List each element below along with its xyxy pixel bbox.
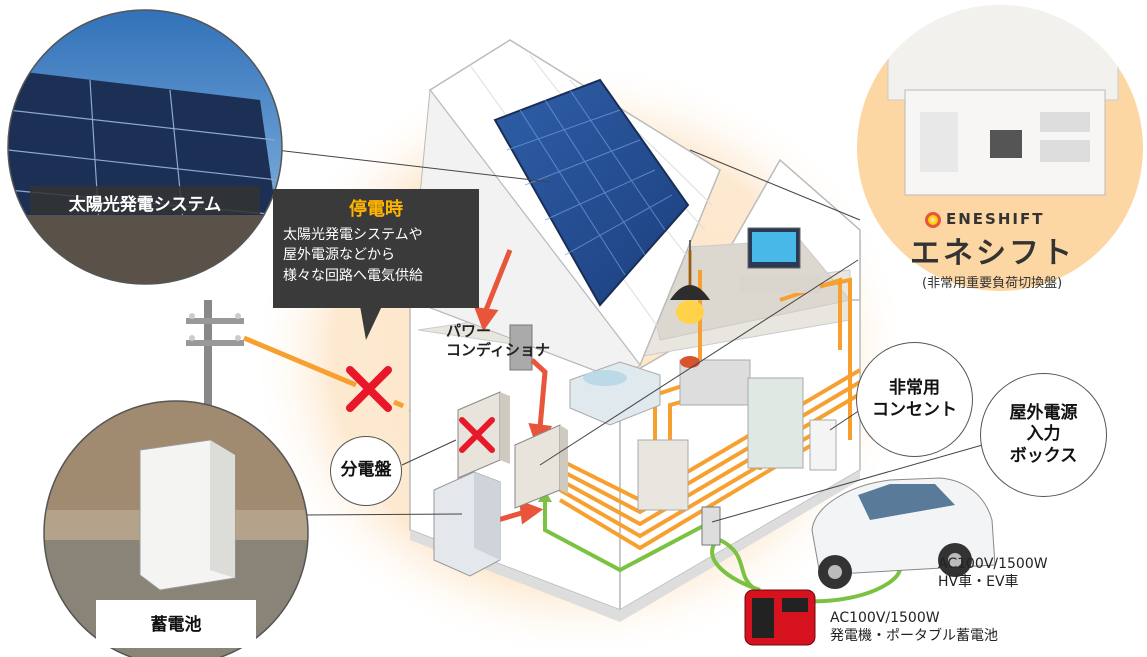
vehicle-desc: HV車・EV車 bbox=[938, 573, 1019, 590]
leader-lines bbox=[275, 149, 1001, 523]
outage-x-mark-line bbox=[346, 366, 392, 412]
battery-label-bg bbox=[96, 600, 256, 648]
power-conditioner-unit bbox=[509, 324, 533, 371]
battery-photo-border bbox=[43, 400, 309, 657]
outage-x-mark-board bbox=[459, 417, 495, 453]
eneshift-name: エネシフト bbox=[910, 236, 1075, 271]
label-line: ボックス bbox=[1009, 445, 1078, 466]
label-line: 屋外電源 bbox=[1009, 403, 1078, 424]
vehicle-caption: AC100V/1500W HV車・EV車 bbox=[938, 556, 1048, 591]
eneshift-logo-core bbox=[930, 217, 936, 223]
eneshift-unit bbox=[514, 424, 568, 509]
outage-callout: 停電時 太陽光発電システムや 屋外電源などから 様々な回路へ電気供給 bbox=[273, 189, 479, 308]
generator-desc: 発電機・ポータブル蓄電池 bbox=[830, 627, 998, 644]
distribution-board-label: 分電盤 bbox=[340, 460, 392, 481]
emergency-outlet-bubble: 非常用 コンセント bbox=[856, 342, 973, 457]
solar-photo-label: 太陽光発電システム bbox=[68, 195, 222, 215]
outage-line: 様々な回路へ電気供給 bbox=[283, 267, 423, 284]
eneshift-brand: ENESHIFT bbox=[946, 210, 1045, 228]
label-line: 入力 bbox=[1026, 424, 1061, 445]
battery-unit bbox=[433, 471, 501, 577]
solar-photo bbox=[8, 10, 282, 284]
battery-photo-label: 蓄電池 bbox=[150, 615, 202, 635]
outage-line: 屋外電源などから bbox=[283, 247, 395, 264]
generator-caption: AC100V/1500W 発電機・ポータブル蓄電池 bbox=[830, 610, 998, 645]
label-line: パワー bbox=[446, 322, 492, 340]
grid-power-line bbox=[243, 335, 357, 388]
label-line: コンディショナ bbox=[446, 340, 550, 359]
generator-cable bbox=[710, 538, 761, 592]
car-illustration bbox=[811, 477, 996, 589]
outage-callout-body: 太陽光発電システムや 屋外電源などから 様々な回路へ電気供給 bbox=[273, 225, 479, 286]
eneshift-subtitle: (非常用重要負荷切換盤) bbox=[922, 276, 1063, 291]
power-conditioner-label: パワー コンディショナ bbox=[446, 322, 550, 360]
outdoor-input-box bbox=[701, 506, 721, 546]
distribution-board-bubble: 分電盤 bbox=[330, 436, 402, 506]
solar-photo-border bbox=[7, 9, 283, 285]
callout-pointer bbox=[360, 306, 382, 340]
green-supply-line bbox=[543, 500, 706, 573]
generator-spec: AC100V/1500W bbox=[830, 610, 940, 626]
generator-illustration bbox=[744, 589, 816, 646]
utility-pole bbox=[186, 300, 244, 420]
label-line: 非常用 bbox=[889, 378, 940, 399]
eneshift-panel-photo bbox=[887, 5, 1119, 196]
outage-callout-title: 停電時 bbox=[349, 199, 403, 220]
battery-photo bbox=[44, 401, 308, 657]
outdoor-power-box-bubble: 屋外電源 入力 ボックス bbox=[980, 373, 1107, 497]
outage-line: 太陽光発電システムや bbox=[283, 227, 423, 243]
interior-items bbox=[569, 227, 837, 511]
vehicle-spec: AC100V/1500W bbox=[938, 556, 1048, 572]
solar-label-bg bbox=[30, 186, 260, 214]
label-line: コンセント bbox=[872, 399, 957, 420]
